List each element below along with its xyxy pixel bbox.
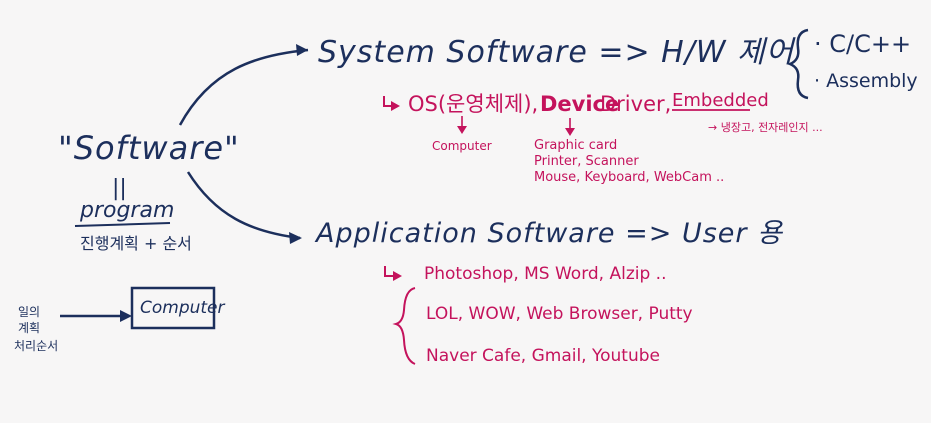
app-line-1: Photoshop, MS Word, Alzip ..	[424, 264, 667, 284]
equals-sign: ||	[112, 176, 127, 201]
app-line-3: Naver Cafe, Gmail, Youtube	[426, 346, 660, 366]
device-example-3: Mouse, Keyboard, WebCam ..	[534, 170, 725, 185]
embedded-label: Embedded	[672, 90, 769, 111]
arc-to-application	[186, 171, 301, 240]
embedded-note: → 냉장고, 전자레인지 ...	[708, 121, 823, 134]
device-example-2: Printer, Scanner	[534, 154, 639, 169]
curly-bracket	[786, 28, 809, 100]
driver-label: Driver,	[600, 92, 672, 116]
lang-assembly: · Assembly	[814, 70, 918, 92]
program-underline	[74, 222, 171, 227]
device-example-1: Graphic card	[534, 138, 618, 153]
application-software-title: Application Software => User 용	[316, 218, 783, 249]
lang-c-cpp: · C/C++	[814, 30, 912, 58]
korean-definition: 진행계획 + 순서	[80, 234, 192, 253]
device-label: Device	[540, 92, 620, 116]
os-label: OS(운영체제),	[408, 92, 539, 116]
computer-box	[130, 286, 216, 330]
os-computer-note: Computer	[432, 139, 492, 153]
app-line-2: LOL, WOW, Web Browser, Putty	[426, 304, 693, 324]
system-software-title: System Software => H/W 제어	[318, 35, 795, 70]
software-title: "Software"	[58, 129, 240, 167]
arrowhead-application	[289, 232, 302, 244]
mini-arrowhead	[120, 310, 132, 322]
mini-label-2: 계획	[18, 321, 41, 335]
mini-label-1: 일의	[18, 305, 41, 319]
mini-label-3: 처리순서	[14, 339, 59, 353]
app-bracket	[392, 287, 416, 365]
program-label: program	[80, 198, 175, 223]
computer-box-label: Computer	[140, 298, 225, 318]
arc-to-system	[178, 48, 309, 126]
arrowhead-system	[296, 44, 308, 56]
